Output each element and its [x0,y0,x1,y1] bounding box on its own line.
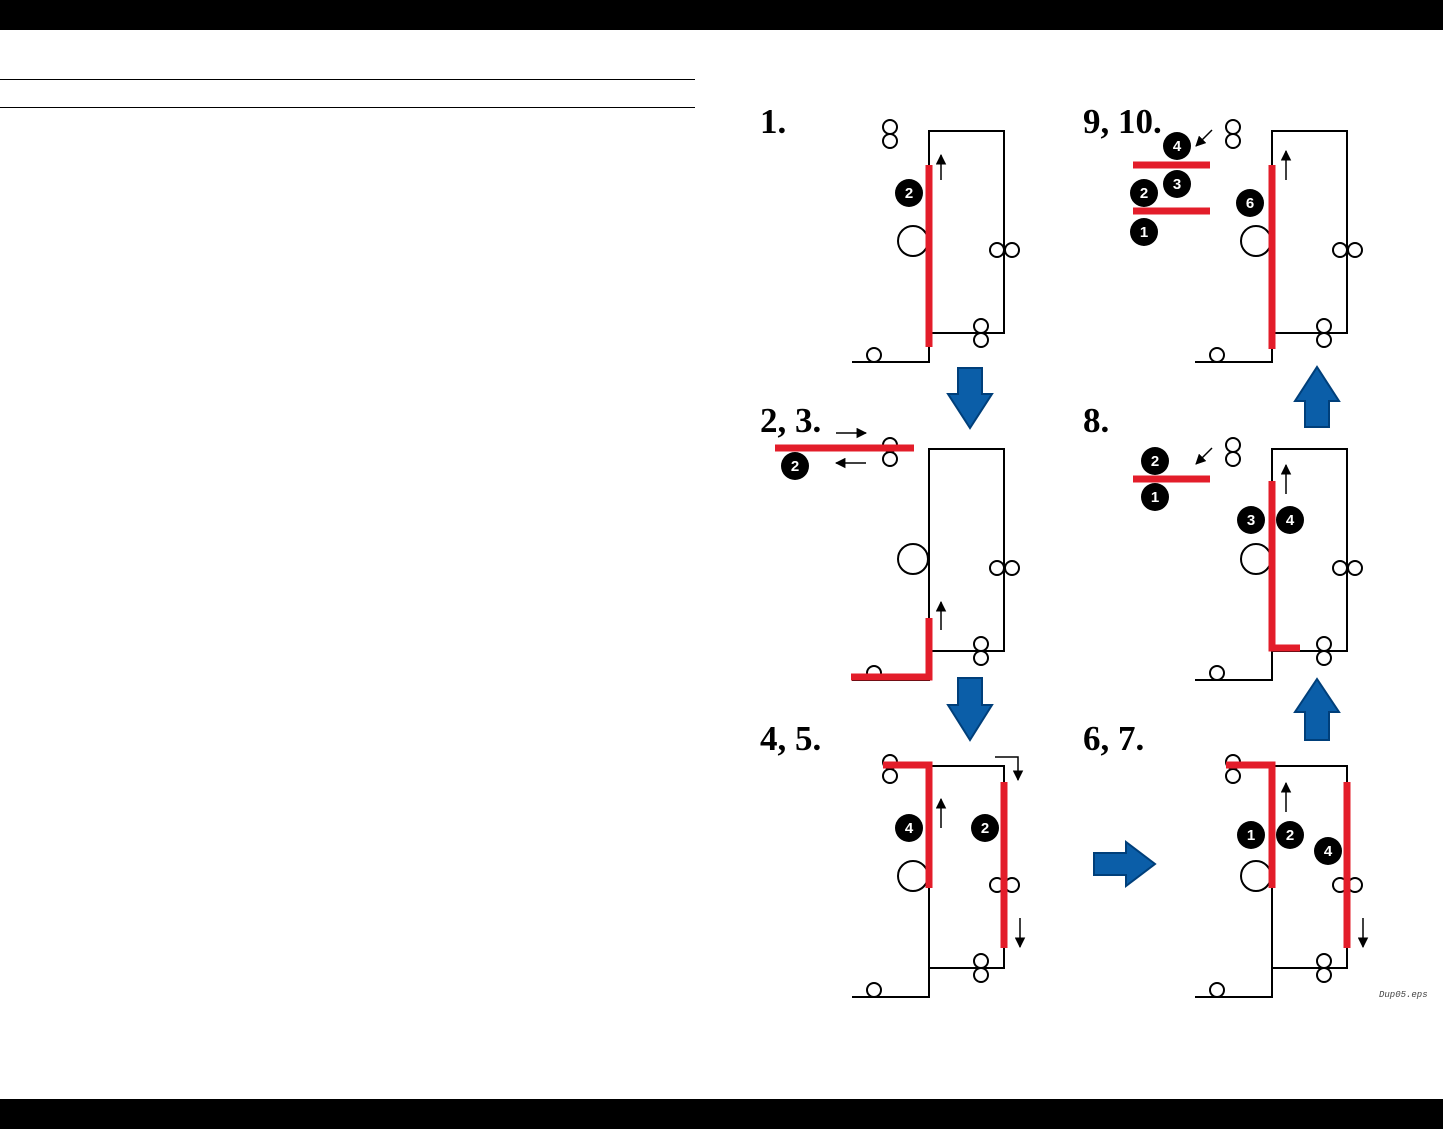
sheet-badge: 4 [1276,506,1304,534]
step-label: 4, 5. [760,719,821,758]
sheet-badge: 1 [1237,821,1265,849]
svg-text:2: 2 [981,820,989,837]
flow-arrow-up-icon [1293,677,1341,741]
svg-text:2: 2 [1140,185,1148,202]
flow-arrow-down-icon [946,677,994,742]
header-rule-bottom [0,107,695,108]
svg-text:1: 1 [1151,489,1159,506]
step-1-panel: 1. 2 [760,102,1020,363]
step-label: 8. [1083,401,1109,440]
paper-sheet-feeding [1268,481,1300,652]
sheet-badge: 2 [1141,447,1169,475]
svg-text:1: 1 [1247,827,1255,844]
sheet-badge: 2 [971,814,999,842]
svg-text:4: 4 [1173,138,1182,155]
sheet-badge: 2 [781,452,809,480]
footer-bar [0,1099,1443,1129]
printer-frame [851,437,1020,681]
printer-frame [851,119,1020,363]
reverse-direction-arrow [995,756,1024,782]
svg-text:6: 6 [1246,195,1254,212]
svg-text:2: 2 [791,458,799,475]
step-label: 1. [760,102,786,141]
sheet-badge: 2 [1276,821,1304,849]
printer-frame [851,754,1020,998]
svg-text:4: 4 [1324,843,1333,860]
printer-frame [1194,119,1363,363]
step-4-5-panel: 4, 5. 4 2 [760,719,1026,998]
sheet-badge: 3 [1237,506,1265,534]
svg-text:3: 3 [1173,176,1181,193]
svg-text:3: 3 [1247,512,1255,529]
step-8-panel: 8. 2 1 3 4 [1083,401,1363,681]
drop-direction-arrow [1195,129,1213,147]
svg-text:4: 4 [905,820,914,837]
flow-arrow-up-icon [1293,365,1341,428]
drop-direction-arrow [1195,447,1213,465]
figure-filename: Dup05.eps [1379,990,1428,1000]
svg-text:1: 1 [1140,224,1148,241]
sheet-badge: 1 [1130,218,1158,246]
sheet-badge: 1 [1141,483,1169,511]
svg-text:4: 4 [1286,512,1295,529]
svg-text:2: 2 [1151,453,1159,470]
step-label: 2, 3. [760,401,821,440]
svg-text:2: 2 [1286,827,1294,844]
sheet-badge: 6 [1236,189,1264,217]
step-6-7-panel: 6, 7. 1 2 4 [1083,719,1369,998]
paper-sheet-next [851,618,933,681]
header-bar [0,0,1443,30]
printer-frame [1194,754,1363,998]
step-9-10-panel: 9, 10. 4 2 3 1 6 [1083,102,1363,363]
step-2-3-panel: 2, 3. 2 [760,401,1020,681]
paper-sheet-front [883,761,933,888]
flow-arrow-down-icon [946,367,994,430]
sheet-badge: 2 [895,179,923,207]
flow-arrow-right-icon [1093,839,1157,889]
sheet-badge: 4 [1163,132,1191,160]
sheet-badge: 2 [1130,179,1158,207]
header-rule-top [0,79,695,80]
step-label: 9, 10. [1083,102,1162,141]
printer-frame [1194,437,1363,681]
paper-sheet-front [1226,761,1276,888]
step-label: 6, 7. [1083,719,1144,758]
sheet-badge: 3 [1163,170,1191,198]
svg-text:2: 2 [905,185,913,202]
sheet-badge: 4 [1314,837,1342,865]
sheet-badge: 4 [895,814,923,842]
